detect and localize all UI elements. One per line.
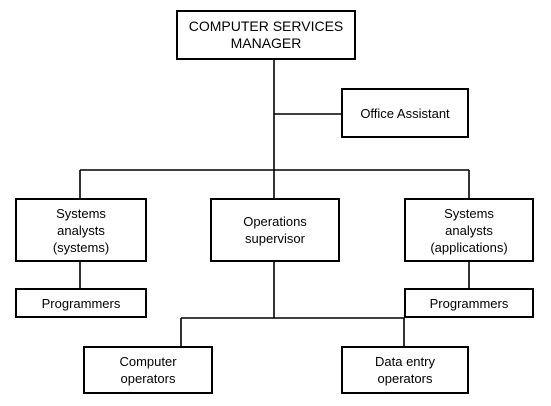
node-operations-supervisor: Operations supervisor [210,198,340,262]
node-label-line: operators [377,371,433,386]
node-label-line: analysts [57,222,105,238]
node-label-line: COMPUTER SERVICES [188,18,344,34]
node-programmers-right: Programmers [404,288,534,318]
node-programmers-left: Programmers [15,288,147,318]
node-label-line: (systems) [52,239,110,255]
node-label-line: supervisor [245,231,305,246]
node-label-line: Systems [444,205,494,221]
node-label-line: Programmers [429,295,509,311]
node-label-line: Data entry [375,354,435,369]
node-label-line: Operations [243,214,307,229]
node-label-line: Office Assistant [360,105,450,121]
node-office-assistant: Office Assistant [341,88,469,138]
node-computer-operators: Computer operators [83,346,213,394]
node-computer-services-manager: COMPUTER SERVICES MANAGER [176,10,356,60]
node-label-line: operators [120,371,176,386]
node-systems-analysts-applications: Systems analysts (applications) [404,198,534,262]
node-label-line: analysts [445,222,493,238]
node-label-line: (applications) [430,239,508,255]
node-label-line: Programmers [41,295,121,311]
node-label-line: Systems [56,205,106,221]
node-label-line: MANAGER [230,35,302,51]
node-data-entry-operators: Data entry operators [341,346,469,394]
node-systems-analysts-systems: Systems analysts (systems) [15,198,147,262]
node-label-line: Computer [119,354,177,369]
